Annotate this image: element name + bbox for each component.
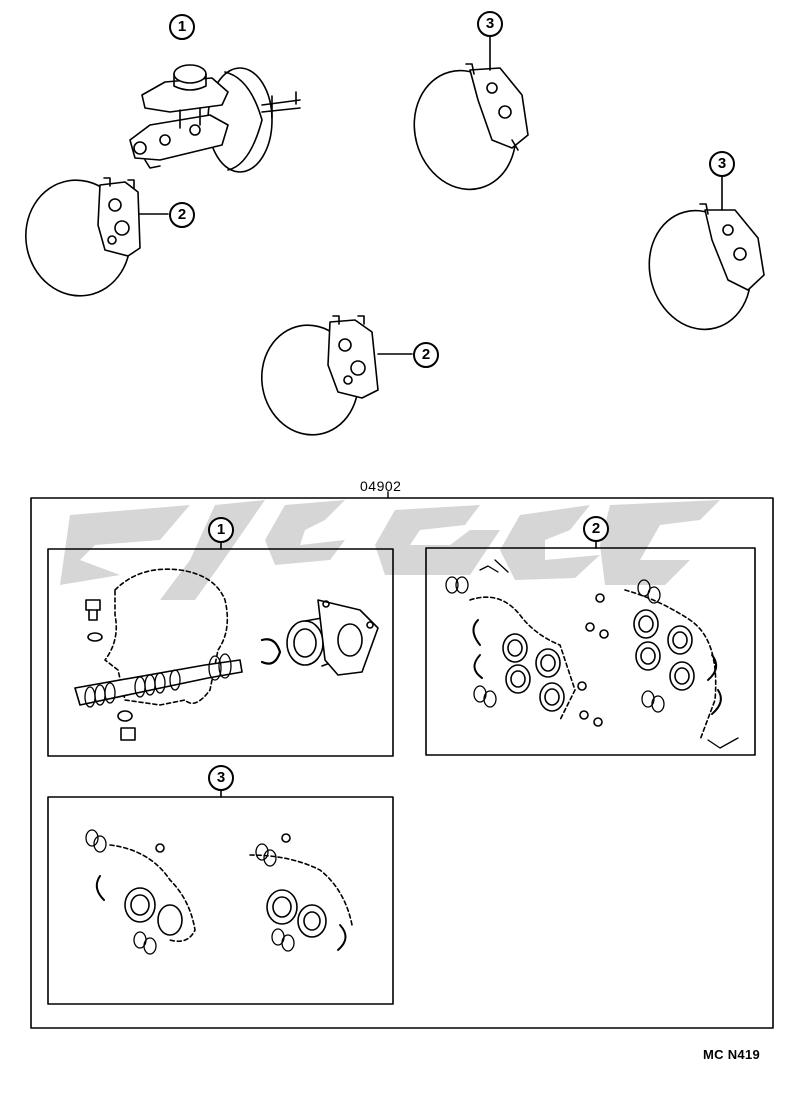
master-cylinder-assembly xyxy=(129,64,301,173)
panel-callout-rear-caliper-kit: 2 xyxy=(583,516,609,542)
callout-rear-caliper-left: 2 xyxy=(169,202,195,228)
callout-master-cylinder: 1 xyxy=(169,14,195,40)
callout-rear-caliper-center: 2 xyxy=(413,342,439,368)
front-caliper-top xyxy=(413,34,529,191)
panel-rear-caliper-kit xyxy=(425,539,756,756)
panel-callout-master-cylinder-kit: 1 xyxy=(208,517,234,543)
callout-front-caliper-right: 3 xyxy=(709,151,735,177)
front-caliper-right xyxy=(648,174,765,331)
panel-front-caliper-kit xyxy=(47,788,394,1005)
rear-caliper-left xyxy=(25,177,169,297)
panel-master-cylinder-kit xyxy=(47,540,394,757)
watermark-logo xyxy=(60,500,720,600)
kit-frame xyxy=(30,497,774,1029)
panel-callout-front-caliper-kit: 3 xyxy=(208,765,234,791)
rear-caliper-center xyxy=(260,315,413,436)
diagram-code: MC N419 xyxy=(703,1047,761,1062)
callout-front-caliper-top: 3 xyxy=(477,11,503,37)
kit-part-number: 04902 xyxy=(360,478,402,494)
